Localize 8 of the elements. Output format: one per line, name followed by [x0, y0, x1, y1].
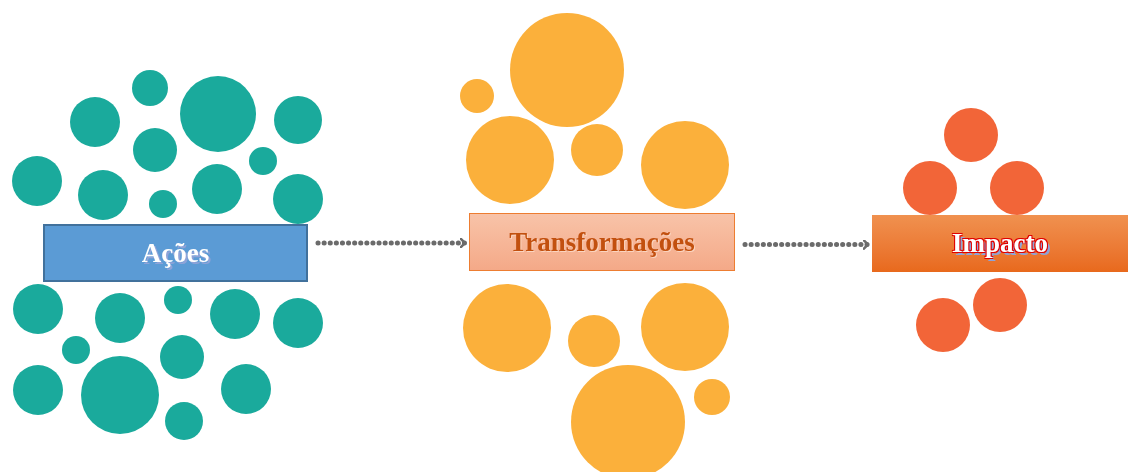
dotted-arrow: [742, 238, 871, 251]
box-label: Ações: [141, 236, 210, 270]
label-box: [43, 224, 308, 282]
box-label: Impacto: [952, 227, 1048, 261]
label-box: [469, 213, 735, 271]
dotted-arrow: [315, 236, 468, 250]
box-label: Transformações: [509, 225, 695, 259]
label-box: [872, 215, 1128, 272]
